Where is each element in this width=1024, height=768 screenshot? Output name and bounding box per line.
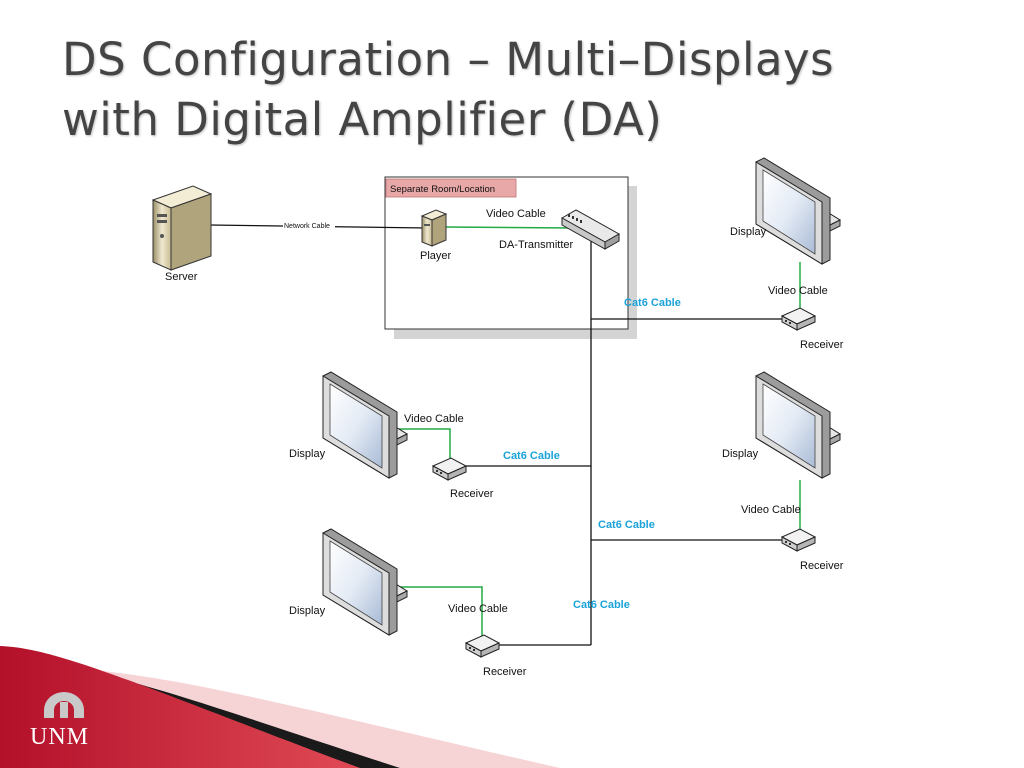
video-cable-label-player: Video Cable bbox=[486, 208, 546, 220]
da-transmitter-icon bbox=[560, 209, 621, 250]
unm-logo-icon bbox=[44, 692, 84, 718]
room-label: Separate Room/Location bbox=[390, 184, 495, 195]
cat6-cable-label: Cat6 Cable bbox=[624, 297, 681, 309]
video-cables bbox=[399, 226, 801, 636]
slide-title-line-2: with Digital Amplifier (DA) bbox=[62, 93, 663, 146]
receiver-label: Receiver bbox=[800, 339, 844, 351]
receiver-icon bbox=[465, 634, 500, 658]
cat6-cable-label: Cat6 Cable bbox=[503, 450, 560, 462]
decorative-swoosh bbox=[0, 646, 560, 768]
display-label: Display bbox=[289, 605, 326, 617]
video-cable-label: Video Cable bbox=[404, 413, 464, 425]
video-line-bottom-left bbox=[399, 586, 483, 636]
cat6-cable-label: Cat6 Cable bbox=[598, 519, 655, 531]
display-label: Display bbox=[289, 448, 326, 460]
slide-title-line-1: DS Configuration – Multi–Displays bbox=[62, 33, 835, 86]
network-cable-label: Network Cable bbox=[284, 223, 330, 230]
receiver-label: Receiver bbox=[450, 488, 494, 500]
video-cable-label: Video Cable bbox=[741, 504, 801, 516]
player-icon bbox=[420, 209, 448, 247]
video-line-player bbox=[445, 226, 576, 229]
display-icon bbox=[755, 157, 841, 265]
server-label: Server bbox=[165, 271, 198, 283]
video-cable-label: Video Cable bbox=[448, 603, 508, 615]
player-label: Player bbox=[420, 250, 452, 262]
server-icon bbox=[151, 185, 213, 271]
display-label: Display bbox=[722, 448, 759, 460]
display-icon bbox=[755, 371, 841, 479]
video-line-left-middle bbox=[399, 428, 451, 459]
video-cable-label: Video Cable bbox=[768, 285, 828, 297]
cat6-cable-label: Cat6 Cable bbox=[573, 599, 630, 611]
display-label: Display bbox=[730, 226, 767, 238]
cat6-cables bbox=[209, 224, 784, 646]
receiver-icon bbox=[781, 528, 816, 552]
display-icon bbox=[322, 528, 408, 636]
unm-logo-text: UNM bbox=[30, 724, 90, 750]
slide-title: DS Configuration – Multi–Displays with D… bbox=[62, 30, 962, 150]
da-transmitter-label: DA-Transmitter bbox=[499, 239, 573, 251]
display-icon bbox=[322, 371, 408, 479]
receiver-label: Receiver bbox=[800, 560, 844, 572]
receiver-icon bbox=[432, 457, 467, 481]
receiver-label: Receiver bbox=[483, 666, 527, 678]
receiver-icon bbox=[781, 307, 816, 331]
